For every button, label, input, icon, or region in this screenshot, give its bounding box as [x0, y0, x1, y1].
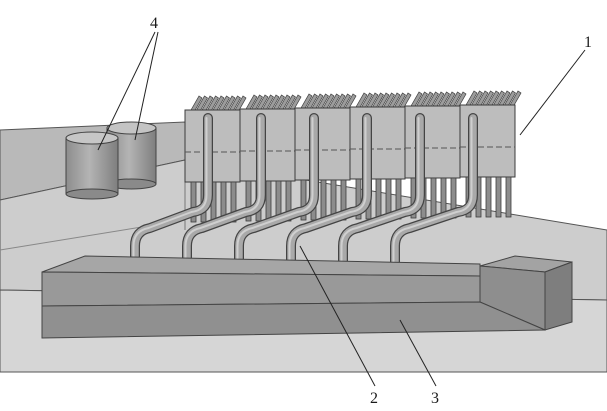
module-pin — [320, 179, 327, 221]
leader-2 — [299, 245, 376, 387]
callout-3: 3 — [431, 390, 439, 407]
module-body — [404, 105, 461, 179]
module-pin — [245, 180, 252, 222]
leader-3 — [399, 319, 437, 387]
leader-4a — [97, 31, 156, 151]
module-body — [239, 108, 296, 182]
module-pin — [495, 176, 502, 218]
callout-2: 2 — [370, 390, 378, 407]
heat-sink-module — [349, 92, 412, 220]
coolant-pipe — [286, 113, 372, 271]
coolant-pipe — [338, 113, 425, 271]
heat-sink-module — [404, 91, 467, 219]
module-pin — [485, 176, 492, 218]
coolant-pipe — [234, 113, 319, 271]
module-pin — [505, 176, 512, 218]
callout-4: 4 — [150, 15, 158, 32]
coolant-pipe — [182, 113, 266, 271]
leader-lines — [97, 31, 586, 387]
module-body — [349, 106, 406, 180]
module-body — [294, 107, 351, 181]
tank-front — [65, 131, 119, 200]
module-pin — [430, 177, 437, 219]
module-pin — [230, 181, 237, 223]
module-pin — [265, 180, 272, 222]
pipe-highlight — [288, 117, 367, 267]
tanks — [65, 121, 157, 200]
module-pin — [375, 178, 382, 220]
callout-1: 1 — [584, 34, 592, 51]
module-pin — [190, 181, 197, 223]
pipe-highlight — [340, 117, 420, 267]
module-pin — [355, 178, 362, 220]
module-pin — [300, 179, 307, 221]
pipe-highlight — [236, 117, 314, 267]
heat-sink-module — [239, 94, 302, 222]
heat-sink-modules — [184, 90, 522, 223]
coolant-pipes — [130, 113, 478, 271]
pipe-highlight — [132, 117, 208, 267]
coolant-pipe — [390, 113, 478, 271]
leader-1 — [519, 49, 586, 136]
manifold — [41, 255, 573, 339]
pipe-highlight — [392, 117, 473, 267]
leader-4b — [134, 31, 159, 141]
pipe-highlight — [184, 117, 261, 267]
coolant-pipe — [130, 113, 213, 271]
